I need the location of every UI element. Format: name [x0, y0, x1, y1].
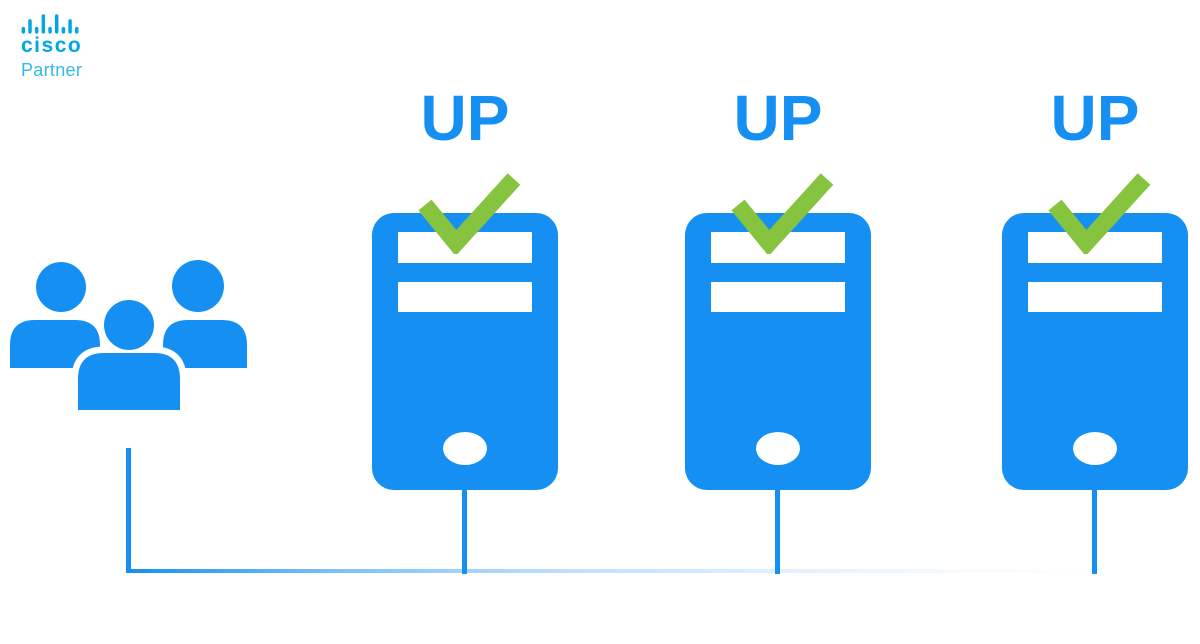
status-label: UP [1050, 82, 1140, 154]
server-drive-bay-bar [1028, 282, 1162, 312]
user-body-center [78, 353, 180, 410]
status-label: UP [420, 82, 510, 154]
server-power-button [756, 432, 800, 465]
server-tower-icon [1002, 213, 1188, 490]
server-tower-icon [685, 213, 871, 490]
server-group: UP [372, 86, 558, 578]
server-connector-line [1092, 490, 1097, 574]
cisco-partner-logo: cisco Partner [21, 10, 82, 79]
network-bus-line [126, 569, 1108, 573]
server-drive-bay-bar [398, 282, 532, 312]
user-body-right [163, 320, 247, 368]
checkmark-icon [731, 173, 834, 254]
server-connector-line [462, 490, 467, 574]
user-head-right [172, 260, 224, 312]
user-body-left [10, 320, 100, 368]
server-power-button [443, 432, 487, 465]
server-tower-icon [372, 213, 558, 490]
partner-label: Partner [21, 60, 83, 80]
checkmark-icon [418, 173, 521, 254]
cisco-bridge-icon [21, 14, 79, 34]
cisco-wordmark: cisco [21, 34, 83, 57]
users-group-icon [10, 260, 247, 415]
server-drive-bay-bar [711, 282, 845, 312]
checkmark-icon [1048, 173, 1151, 254]
users-connector-line [126, 448, 131, 572]
server-connector-line [775, 490, 780, 574]
server-group: UP [1002, 86, 1188, 578]
user-head-center [104, 300, 154, 350]
server-power-button [1073, 432, 1117, 465]
server-group: UP [685, 86, 871, 578]
status-label: UP [733, 82, 823, 154]
user-head-left [36, 262, 86, 312]
